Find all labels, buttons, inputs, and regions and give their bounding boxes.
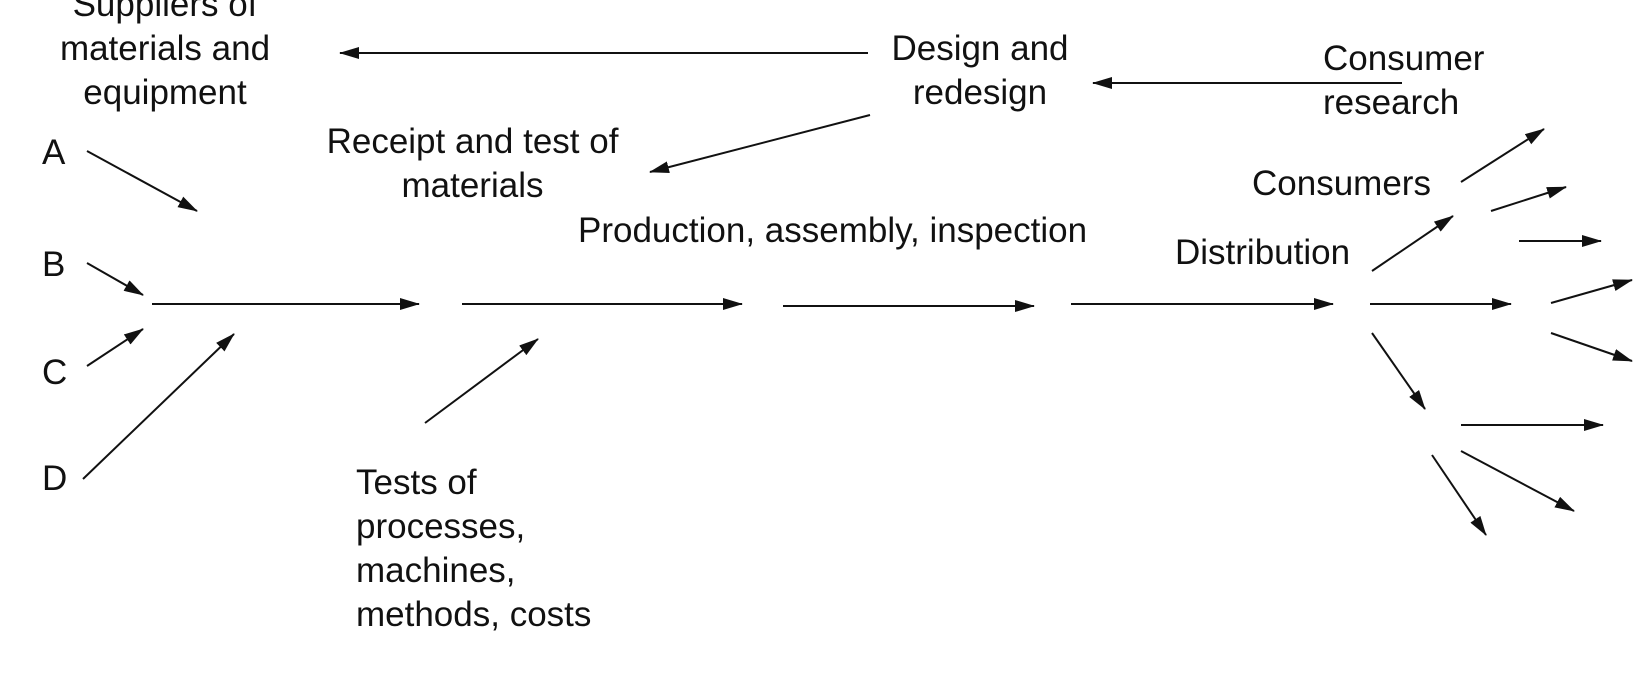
design-line-1: Design and	[891, 29, 1069, 68]
distribution-label: Distribution	[1175, 233, 1351, 272]
tests-line-1: Tests of	[356, 463, 477, 502]
receipt-line-1: Receipt and test of	[326, 122, 619, 161]
arrow-consumer-4	[1550, 279, 1633, 304]
production-label: Production, assembly, inspection	[578, 211, 1088, 250]
tests-line-3: machines,	[356, 551, 516, 590]
supplier-d-label: D	[42, 459, 68, 498]
arrow-consumer-5	[1550, 332, 1633, 362]
arrow-supplier-c	[86, 328, 144, 367]
arrow-supplier-b	[86, 262, 144, 296]
arrow-design-to-receipt	[649, 114, 871, 174]
arrow-supplier-d	[82, 333, 235, 480]
tests-label: Tests of processes, machines, methods, c…	[356, 461, 591, 637]
design-line-2: redesign	[912, 73, 1048, 112]
design-label: Design and redesign	[870, 27, 1090, 115]
arrow-consumer-7	[1460, 450, 1575, 512]
consumer-research-line-1: Consumer	[1323, 39, 1485, 78]
receipt-line-2: materials	[401, 166, 544, 205]
arrow-tests	[424, 338, 539, 424]
arrow-distribution-down	[1371, 332, 1426, 410]
arrow-consumer-2	[1490, 186, 1567, 212]
tests-line-2: processes,	[356, 507, 526, 546]
arrow-supplier-a	[86, 150, 198, 212]
arrow-consumer-8	[1431, 454, 1487, 536]
supplier-c-label: C	[42, 353, 68, 392]
consumers-label: Consumers	[1252, 164, 1431, 203]
consumer-research-line-2: research	[1323, 83, 1460, 122]
tests-line-4: methods, costs	[356, 595, 592, 634]
supplier-b-label: B	[42, 245, 66, 284]
suppliers-line-2: materials and	[59, 29, 271, 68]
arrow-distribution-up	[1371, 215, 1454, 272]
arrow-consumer-1	[1460, 128, 1545, 183]
supplier-a-label: A	[42, 133, 66, 172]
suppliers-label: Suppliers of materials and equipment	[20, 0, 310, 115]
suppliers-line-3: equipment	[83, 73, 247, 112]
consumer-research-label: Consumer research	[1323, 37, 1484, 125]
suppliers-line-1: Suppliers of	[72, 0, 258, 24]
receipt-label: Receipt and test of materials	[300, 120, 645, 208]
